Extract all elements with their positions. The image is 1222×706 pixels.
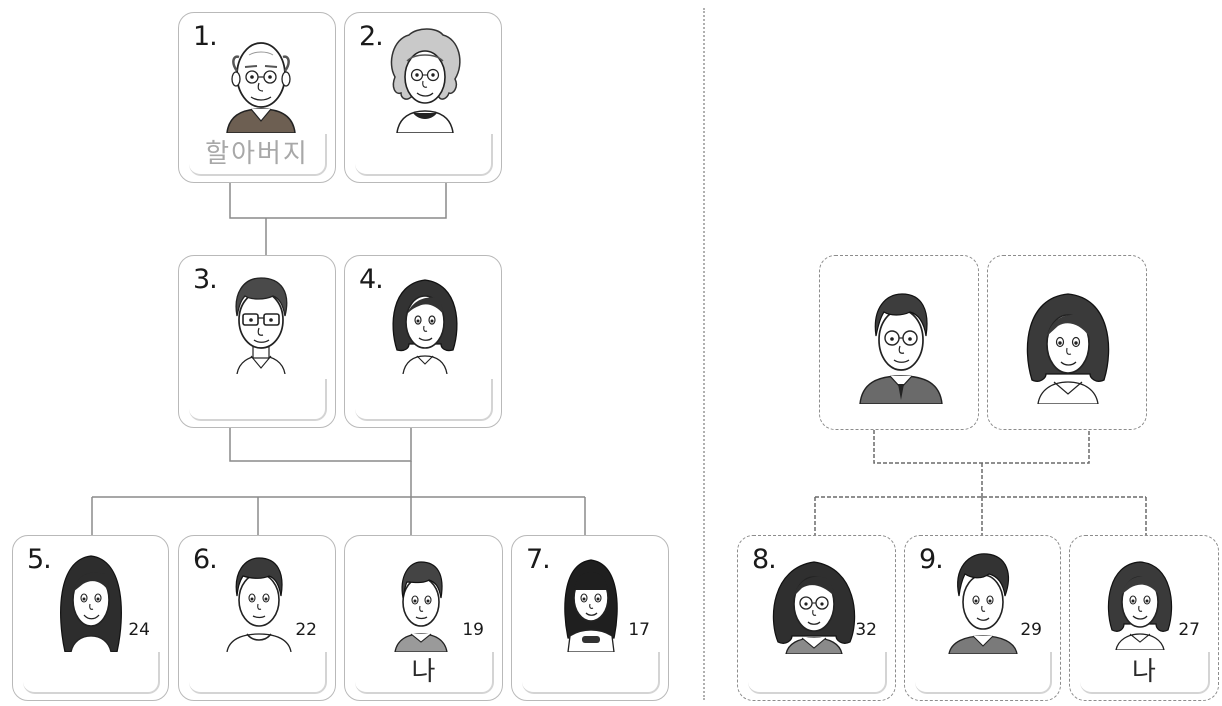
age-label: 19 bbox=[462, 620, 484, 640]
card-number: 5. bbox=[27, 544, 52, 575]
older-brother-face-icon bbox=[948, 553, 1018, 654]
card-number: 2. bbox=[359, 21, 384, 52]
card-grandfather: 1. 할아버지 bbox=[178, 12, 336, 183]
card-older-brother: 9. 29 bbox=[904, 535, 1061, 701]
answer-box: 나 bbox=[1080, 652, 1210, 694]
card-number: 1. bbox=[193, 21, 218, 52]
card-number: 8. bbox=[752, 544, 777, 575]
card-older-brother: 6. 22 bbox=[178, 535, 336, 701]
grandfather-face-icon bbox=[226, 42, 296, 133]
card-number: 7. bbox=[526, 544, 551, 575]
younger-sister-face-icon bbox=[564, 559, 618, 652]
section-divider bbox=[703, 8, 705, 700]
answer-box bbox=[189, 379, 327, 421]
age-label: 22 bbox=[295, 620, 317, 640]
answer-box bbox=[355, 379, 493, 421]
card-number: 4. bbox=[359, 264, 384, 295]
card-number: 9. bbox=[919, 544, 944, 575]
card-me-boy: 19 나 bbox=[344, 535, 503, 701]
card-grandmother: 2. bbox=[344, 12, 502, 183]
card-older-sister: 8. 32 bbox=[737, 535, 896, 701]
mother-face-icon bbox=[392, 279, 458, 374]
age-label: 27 bbox=[1178, 620, 1200, 640]
card-mother: 4. bbox=[344, 255, 502, 428]
card-number: 3. bbox=[193, 264, 218, 295]
mother-face-icon bbox=[1026, 293, 1110, 404]
grandmother-face-icon bbox=[390, 28, 461, 133]
age-label: 29 bbox=[1020, 620, 1042, 640]
card-father: 3. bbox=[178, 255, 336, 428]
older-sister-face-icon bbox=[60, 555, 122, 652]
answer-box bbox=[189, 652, 327, 694]
card-me-girl: 27 나 bbox=[1069, 535, 1219, 701]
father-face-icon bbox=[859, 293, 943, 404]
answer-box: 할아버지 bbox=[189, 134, 327, 176]
age-label: 32 bbox=[855, 620, 877, 640]
card-number: 6. bbox=[193, 544, 218, 575]
card-mother bbox=[987, 255, 1147, 430]
answer-box bbox=[355, 134, 493, 176]
answer-box bbox=[23, 652, 160, 694]
card-younger-sister: 7. 17 bbox=[511, 535, 669, 701]
answer-box bbox=[522, 652, 660, 694]
answer-box bbox=[748, 652, 887, 694]
card-older-sister: 5. 24 bbox=[12, 535, 169, 701]
girl-face-icon bbox=[1107, 561, 1173, 650]
age-label: 24 bbox=[128, 620, 150, 640]
older-sister-face-icon bbox=[772, 561, 856, 654]
answer-box bbox=[915, 652, 1052, 694]
age-label: 17 bbox=[628, 620, 650, 640]
card-father bbox=[819, 255, 979, 430]
boy-face-icon bbox=[394, 561, 448, 652]
older-brother-face-icon bbox=[226, 557, 292, 652]
father-face-icon bbox=[235, 277, 288, 374]
answer-box: 나 bbox=[355, 652, 494, 694]
